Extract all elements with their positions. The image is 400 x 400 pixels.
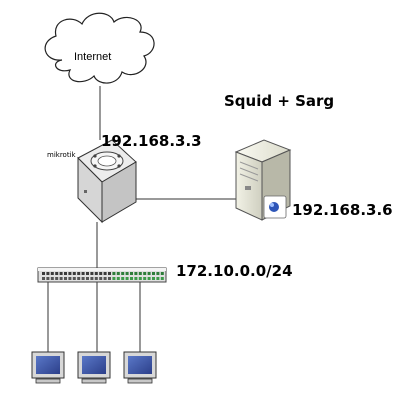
switch-icon [37, 267, 167, 283]
switch-port [50, 277, 54, 280]
switch-port [90, 277, 94, 280]
client-pc-2 [77, 351, 111, 384]
cloud-icon [44, 12, 155, 84]
server-ip-label: 192.168.3.6 [292, 201, 393, 219]
switch-port [86, 277, 89, 280]
switch-port [147, 277, 151, 280]
client-pc-3 [123, 351, 157, 384]
switch-port [50, 272, 54, 275]
switch-port [121, 272, 125, 275]
switch-port [108, 277, 111, 280]
switch-port [138, 277, 142, 280]
internet-label: Internet [74, 51, 112, 63]
switch-port [59, 272, 63, 275]
switch-port [103, 277, 107, 280]
switch-port [156, 272, 160, 275]
switch-subnet-label: 172.10.0.0/24 [176, 262, 293, 280]
switch-port [143, 277, 147, 280]
switch-port [130, 272, 133, 275]
switch-port [46, 277, 50, 280]
switch-port [112, 277, 116, 280]
switch-port [152, 272, 155, 275]
switch-port [59, 277, 63, 280]
switch-port [160, 277, 164, 280]
switch-port [116, 277, 120, 280]
switch-port [42, 272, 45, 275]
switch-port [121, 277, 125, 280]
switch-port [81, 277, 85, 280]
switch-port [112, 272, 116, 275]
switch-port [99, 272, 103, 275]
switch-port [125, 277, 129, 280]
switch-port [130, 277, 133, 280]
switch-port [72, 277, 76, 280]
router-icon [77, 139, 137, 224]
switch-port [94, 277, 98, 280]
switch-port [156, 277, 160, 280]
switch-port [99, 277, 103, 280]
switch-port [42, 277, 45, 280]
switch-port [55, 277, 59, 280]
client-pc-1 [31, 351, 65, 384]
switch-port [160, 272, 164, 275]
switch-port [138, 272, 142, 275]
switch-port [81, 272, 85, 275]
switch-port [152, 277, 155, 280]
switch-port [72, 272, 76, 275]
switch-port [46, 272, 50, 275]
switch-port [108, 272, 111, 275]
switch-port [64, 277, 67, 280]
switch-port [55, 272, 59, 275]
switch-port [103, 272, 107, 275]
switch-port [134, 277, 138, 280]
server-tower-icon [234, 139, 292, 221]
switch-port [116, 272, 120, 275]
switch-port [86, 272, 89, 275]
switch-port [147, 272, 151, 275]
mikrotik-label: mikrotik [47, 151, 76, 159]
switch-port [134, 272, 138, 275]
switch-port [143, 272, 147, 275]
switch-port [90, 272, 94, 275]
server-title-label: Squid + Sarg [224, 92, 335, 110]
links [47, 86, 246, 352]
switch-port [125, 272, 129, 275]
switch-port [94, 272, 98, 275]
switch-port [77, 272, 81, 275]
switch-port [64, 272, 67, 275]
switch-port [77, 277, 81, 280]
switch-port [68, 272, 72, 275]
mikrotik-ip-label: 192.168.3.3 [101, 132, 202, 150]
switch-port [68, 277, 72, 280]
